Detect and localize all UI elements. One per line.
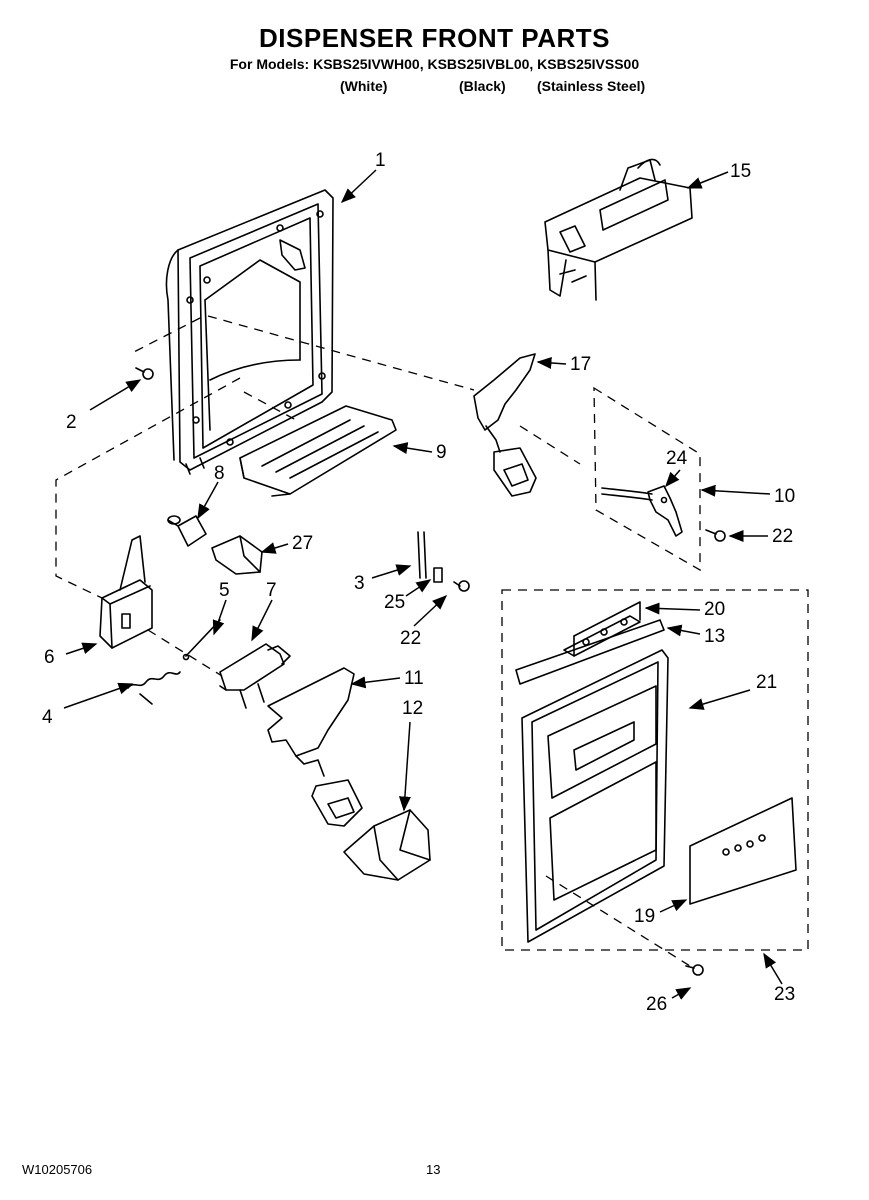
callout-6: 6 (44, 647, 55, 668)
connector-lever-to-switch (519, 425, 581, 465)
callout-10: 10 (774, 486, 795, 507)
screw-22-left (453, 580, 470, 592)
part-module-6 (99, 535, 153, 649)
callout-1: 1 (375, 150, 386, 171)
leader-17 (536, 356, 567, 369)
callout-11: 11 (404, 668, 424, 689)
leader-4 (63, 682, 134, 709)
color-variants: (White) (Black) (Stainless Steel) (0, 78, 869, 98)
leader-11 (350, 676, 401, 689)
connector-module-to-actuator (147, 629, 223, 677)
connector-tray (243, 391, 297, 421)
part-strip-20 (563, 601, 641, 657)
part-spring-4 (127, 671, 181, 705)
screw-22-right (705, 529, 726, 542)
callout-25: 25 (384, 592, 405, 613)
callout-12: 12 (402, 698, 423, 719)
callout-22-left: 22 (400, 628, 421, 649)
part-pin-5 (185, 619, 221, 657)
callout-17: 17 (570, 354, 591, 375)
page-header: DISPENSER FRONT PARTS For Models: KSBS25… (0, 22, 869, 74)
part-switch-24 (601, 485, 683, 537)
callout-27: 27 (292, 533, 313, 554)
callout-24: 24 (666, 448, 688, 469)
leader-21 (688, 689, 751, 710)
leader-3 (371, 564, 412, 579)
connector-frame-to-module (55, 317, 241, 599)
connector-frame-to-lever (207, 315, 475, 391)
part-lever-11 (267, 667, 363, 827)
page-title: DISPENSER FRONT PARTS (259, 23, 610, 53)
part-chute-12 (343, 809, 431, 881)
screw-26 (685, 964, 704, 976)
color-black: (Black) (459, 78, 506, 94)
part-lever-17 (473, 353, 537, 497)
leader-24 (665, 469, 681, 488)
part-panel-21 (521, 649, 669, 943)
part-housing-frame (165, 189, 334, 475)
leader-2 (89, 379, 142, 411)
callout-9: 9 (436, 442, 447, 463)
color-white: (White) (340, 78, 388, 94)
leader-7 (251, 599, 273, 642)
callout-2: 2 (66, 412, 77, 433)
callout-13: 13 (704, 626, 725, 647)
callout-3: 3 (354, 573, 365, 594)
doc-number: W10205706 (22, 1162, 93, 1177)
callout-20: 20 (704, 599, 725, 620)
part-solenoid-8 (167, 515, 207, 547)
leader-13 (666, 624, 701, 637)
leader-8 (197, 481, 219, 520)
leader-9 (392, 442, 433, 455)
callout-8: 8 (214, 463, 225, 484)
part-shield-27 (211, 535, 263, 575)
leader-6 (65, 642, 98, 655)
callout-22-right: 22 (772, 526, 793, 547)
leader-1 (340, 169, 377, 204)
part-actuator-7 (219, 643, 291, 709)
leader-25 (405, 579, 432, 597)
callout-5: 5 (219, 580, 230, 601)
models-line: For Models: KSBS25IVWH00, KSBS25IVBL00, … (229, 56, 640, 72)
leader-5 (212, 599, 227, 636)
part-clip-3-25 (417, 531, 443, 583)
group-box-10 (593, 386, 701, 572)
connector-panel-screw (545, 875, 691, 967)
leader-27 (260, 542, 289, 554)
group-box-23 (501, 589, 809, 951)
callout-23: 23 (774, 984, 795, 1005)
color-stainless: (Stainless Steel) (537, 78, 646, 94)
leader-22a (413, 594, 448, 627)
part-drip-tray-9 (239, 405, 397, 497)
leader-19 (659, 899, 688, 913)
part-strip-13 (515, 619, 665, 685)
leader-20 (644, 602, 701, 615)
part-bracket-15 (544, 158, 693, 301)
pin-5-end (182, 653, 190, 661)
callout-15: 15 (730, 161, 751, 182)
screw-2 (135, 367, 154, 380)
leader-15 (686, 171, 729, 189)
leader-12 (398, 721, 411, 812)
leader-10 (700, 484, 771, 497)
callout-21: 21 (756, 672, 777, 693)
leader-26 (671, 987, 692, 1000)
callout-19: 19 (634, 906, 655, 927)
part-overlay-19 (689, 797, 797, 905)
callout-4: 4 (42, 707, 53, 728)
leader-23 (763, 952, 783, 985)
callout-26: 26 (646, 994, 667, 1015)
callout-7: 7 (266, 580, 277, 601)
page-number: 13 (426, 1162, 441, 1177)
